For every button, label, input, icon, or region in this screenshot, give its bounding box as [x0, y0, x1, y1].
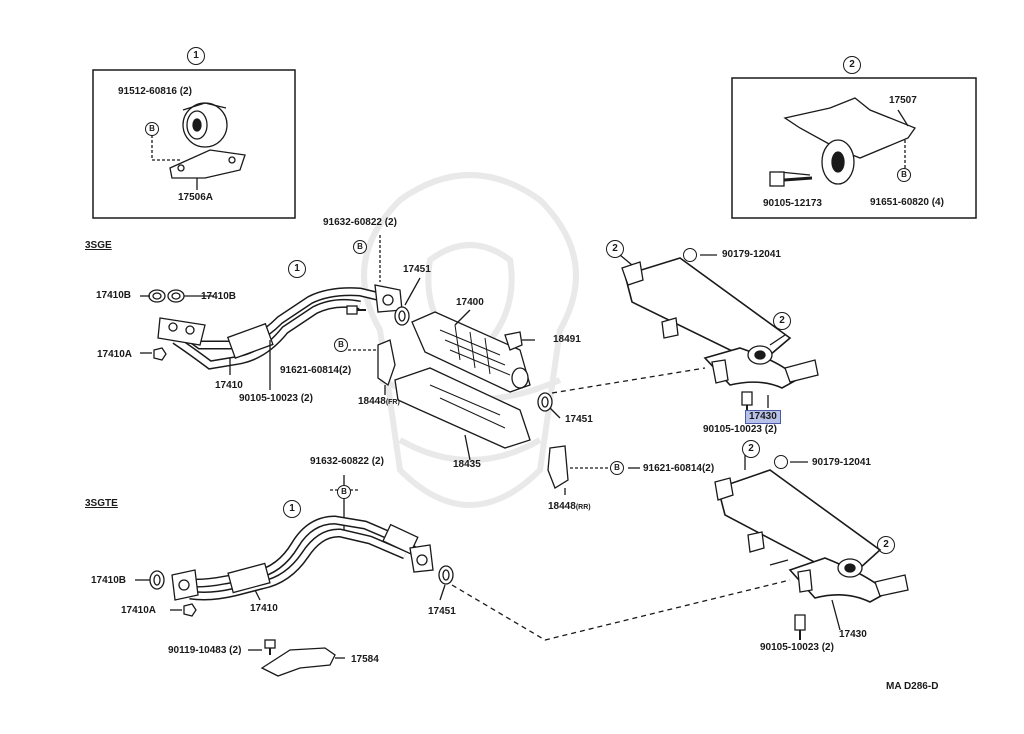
part-17410A-label[interactable]: 17410A — [97, 349, 133, 360]
part-17506A-label[interactable]: 17506A — [178, 192, 214, 203]
part-90119-10483-label[interactable]: 90119-10483 (2) — [168, 645, 242, 656]
part-91621-60814-label[interactable]: 91621-60814(2) — [280, 365, 352, 376]
bracket-18448-rr — [547, 445, 569, 489]
inset-2-bracket — [769, 97, 917, 187]
part-17430-label-selected[interactable]: 17430 — [745, 410, 781, 424]
part-91632-60822-label[interactable]: 91632-60822 (2) — [323, 217, 397, 228]
diagram-code: MA D286-D — [886, 681, 939, 692]
part-18435-label[interactable]: 18435 — [453, 459, 481, 470]
part-17410A-label[interactable]: 17410A — [121, 605, 157, 616]
b-ref-icon: B — [610, 461, 624, 475]
inset-box-2 — [731, 77, 977, 219]
marker-2: 2 — [877, 536, 895, 554]
part-91651-60820-label[interactable]: 91651-60820 (4) — [870, 197, 944, 208]
part-17430-label[interactable]: 17430 — [839, 629, 867, 640]
ring-17451-a — [394, 306, 410, 326]
ring-17451-b — [537, 392, 553, 412]
part-90105-10023-label[interactable]: 90105-10023 (2) — [760, 642, 834, 653]
section-3sgte-label: 3SGTE — [85, 498, 118, 509]
b-ref-icon: B — [337, 485, 351, 499]
part-91632-60822-label[interactable]: 91632-60822 (2) — [310, 456, 384, 467]
part-suffix-text: (FR) — [385, 399, 400, 406]
part-90179-12041-label[interactable]: 90179-12041 — [812, 457, 871, 468]
b-ref-icon: B — [145, 122, 159, 136]
part-18448rr-label[interactable]: 18448(RR) — [548, 502, 591, 512]
gasket-17410B-1 — [148, 289, 166, 303]
part-number-text: 18448 — [358, 396, 386, 407]
section-3sge-label: 3SGE — [85, 240, 112, 251]
front-pipe-3sge — [157, 284, 403, 370]
marker-1-lower: 1 — [283, 500, 301, 518]
b-ref-icon: B — [334, 338, 348, 352]
part-17410B-label[interactable]: 17410B — [96, 290, 132, 301]
bracket-18491 — [504, 331, 523, 351]
nut-17410A-lower — [183, 603, 197, 617]
muffler-17430-top — [619, 254, 819, 415]
inset-1-marker: 1 — [187, 47, 205, 65]
part-18448fr-label[interactable]: 18448(FR) — [358, 397, 400, 407]
part-90105-10023-label[interactable]: 90105-10023 (2) — [703, 424, 777, 435]
ring-17451-lower — [438, 565, 454, 585]
marker-2: 2 — [742, 440, 760, 458]
inset-1-mount — [151, 102, 246, 190]
nut-icon — [774, 455, 788, 469]
part-18491-label[interactable]: 18491 — [553, 334, 581, 345]
catalytic-converter-17400 — [411, 311, 531, 393]
b-ref-icon: B — [897, 168, 911, 182]
connector-dashed-a — [551, 367, 706, 394]
front-pipe-3sgte — [171, 515, 434, 601]
part-suffix-text: (RR) — [575, 504, 591, 511]
inset-box-1 — [92, 69, 296, 219]
part-number-text: 18448 — [548, 501, 576, 512]
part-17410B-label[interactable]: 17410B — [201, 291, 237, 302]
marker-1-upper: 1 — [288, 260, 306, 278]
gasket-17410B-2 — [167, 289, 185, 303]
part-17410B-label[interactable]: 17410B — [91, 575, 127, 586]
part-17451-label[interactable]: 17451 — [403, 264, 431, 275]
part-17507-label[interactable]: 17507 — [889, 95, 917, 106]
part-17451-label[interactable]: 17451 — [428, 606, 456, 617]
part-90105-12173-label[interactable]: 90105-12173 — [763, 198, 822, 209]
bracket-18448-fr — [377, 339, 396, 387]
part-90179-12041-label[interactable]: 90179-12041 — [722, 249, 781, 260]
muffler-17430-bottom — [714, 455, 909, 640]
part-90105-10023-label[interactable]: 90105-10023 (2) — [239, 393, 313, 404]
bracket-17584 — [260, 647, 336, 677]
b-ref-icon: B — [353, 240, 367, 254]
nut-17410A — [153, 347, 167, 361]
heat-insulator-18435 — [394, 367, 531, 449]
part-91621-60814-label[interactable]: 91621-60814(2) — [643, 463, 715, 474]
connector-dashed-b — [451, 579, 791, 641]
part-17410-label[interactable]: 17410 — [250, 603, 278, 614]
part-17584-label[interactable]: 17584 — [351, 654, 379, 665]
part-17410-label[interactable]: 17410 — [215, 380, 243, 391]
nut-icon — [683, 248, 697, 262]
part-91512-60816-label[interactable]: 91512-60816 (2) — [118, 86, 192, 97]
marker-2: 2 — [773, 312, 791, 330]
part-17451-label[interactable]: 17451 — [565, 414, 593, 425]
part-17400-label[interactable]: 17400 — [456, 297, 484, 308]
gasket-17410B-lower — [149, 570, 165, 590]
marker-2: 2 — [606, 240, 624, 258]
inset-2-marker: 2 — [843, 56, 861, 74]
